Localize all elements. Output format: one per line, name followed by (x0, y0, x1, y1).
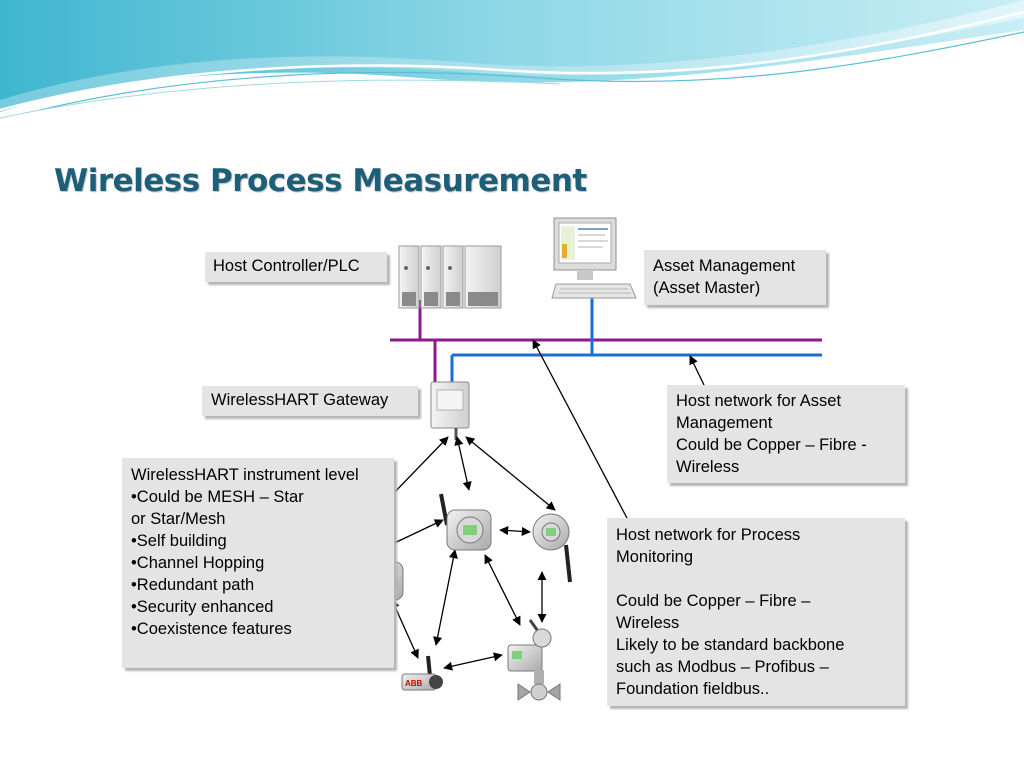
transmitter-icon (532, 513, 572, 583)
host-controller-label: Host Controller/PLC (205, 252, 387, 282)
asset-network-line (450, 295, 822, 382)
asset-network-note: Host network for Asset Management Could … (667, 385, 905, 483)
transmitter-icon (439, 493, 492, 551)
wave-header (0, 0, 1024, 119)
asset-management-label: Asset Management (Asset Master) (644, 250, 826, 305)
gateway-label: WirelessHART Gateway (202, 386, 418, 416)
valve-positioner-icon (507, 619, 561, 701)
wireless-gateway-icon (430, 381, 470, 440)
wireless-links (361, 436, 556, 671)
sensor-icon: ABB (401, 655, 443, 691)
control-network-line (390, 300, 822, 382)
callout-arrows (532, 339, 705, 521)
instrument-level-note: WirelessHART instrument level •Could be … (122, 458, 394, 668)
slide-title: Wireless Process Measurement (54, 163, 587, 199)
computer-icon (551, 217, 637, 299)
device-logo-label: ABB (405, 679, 423, 688)
plc-controller-icon (398, 245, 502, 309)
process-network-note: Host network for Process Monitoring Coul… (607, 518, 905, 706)
